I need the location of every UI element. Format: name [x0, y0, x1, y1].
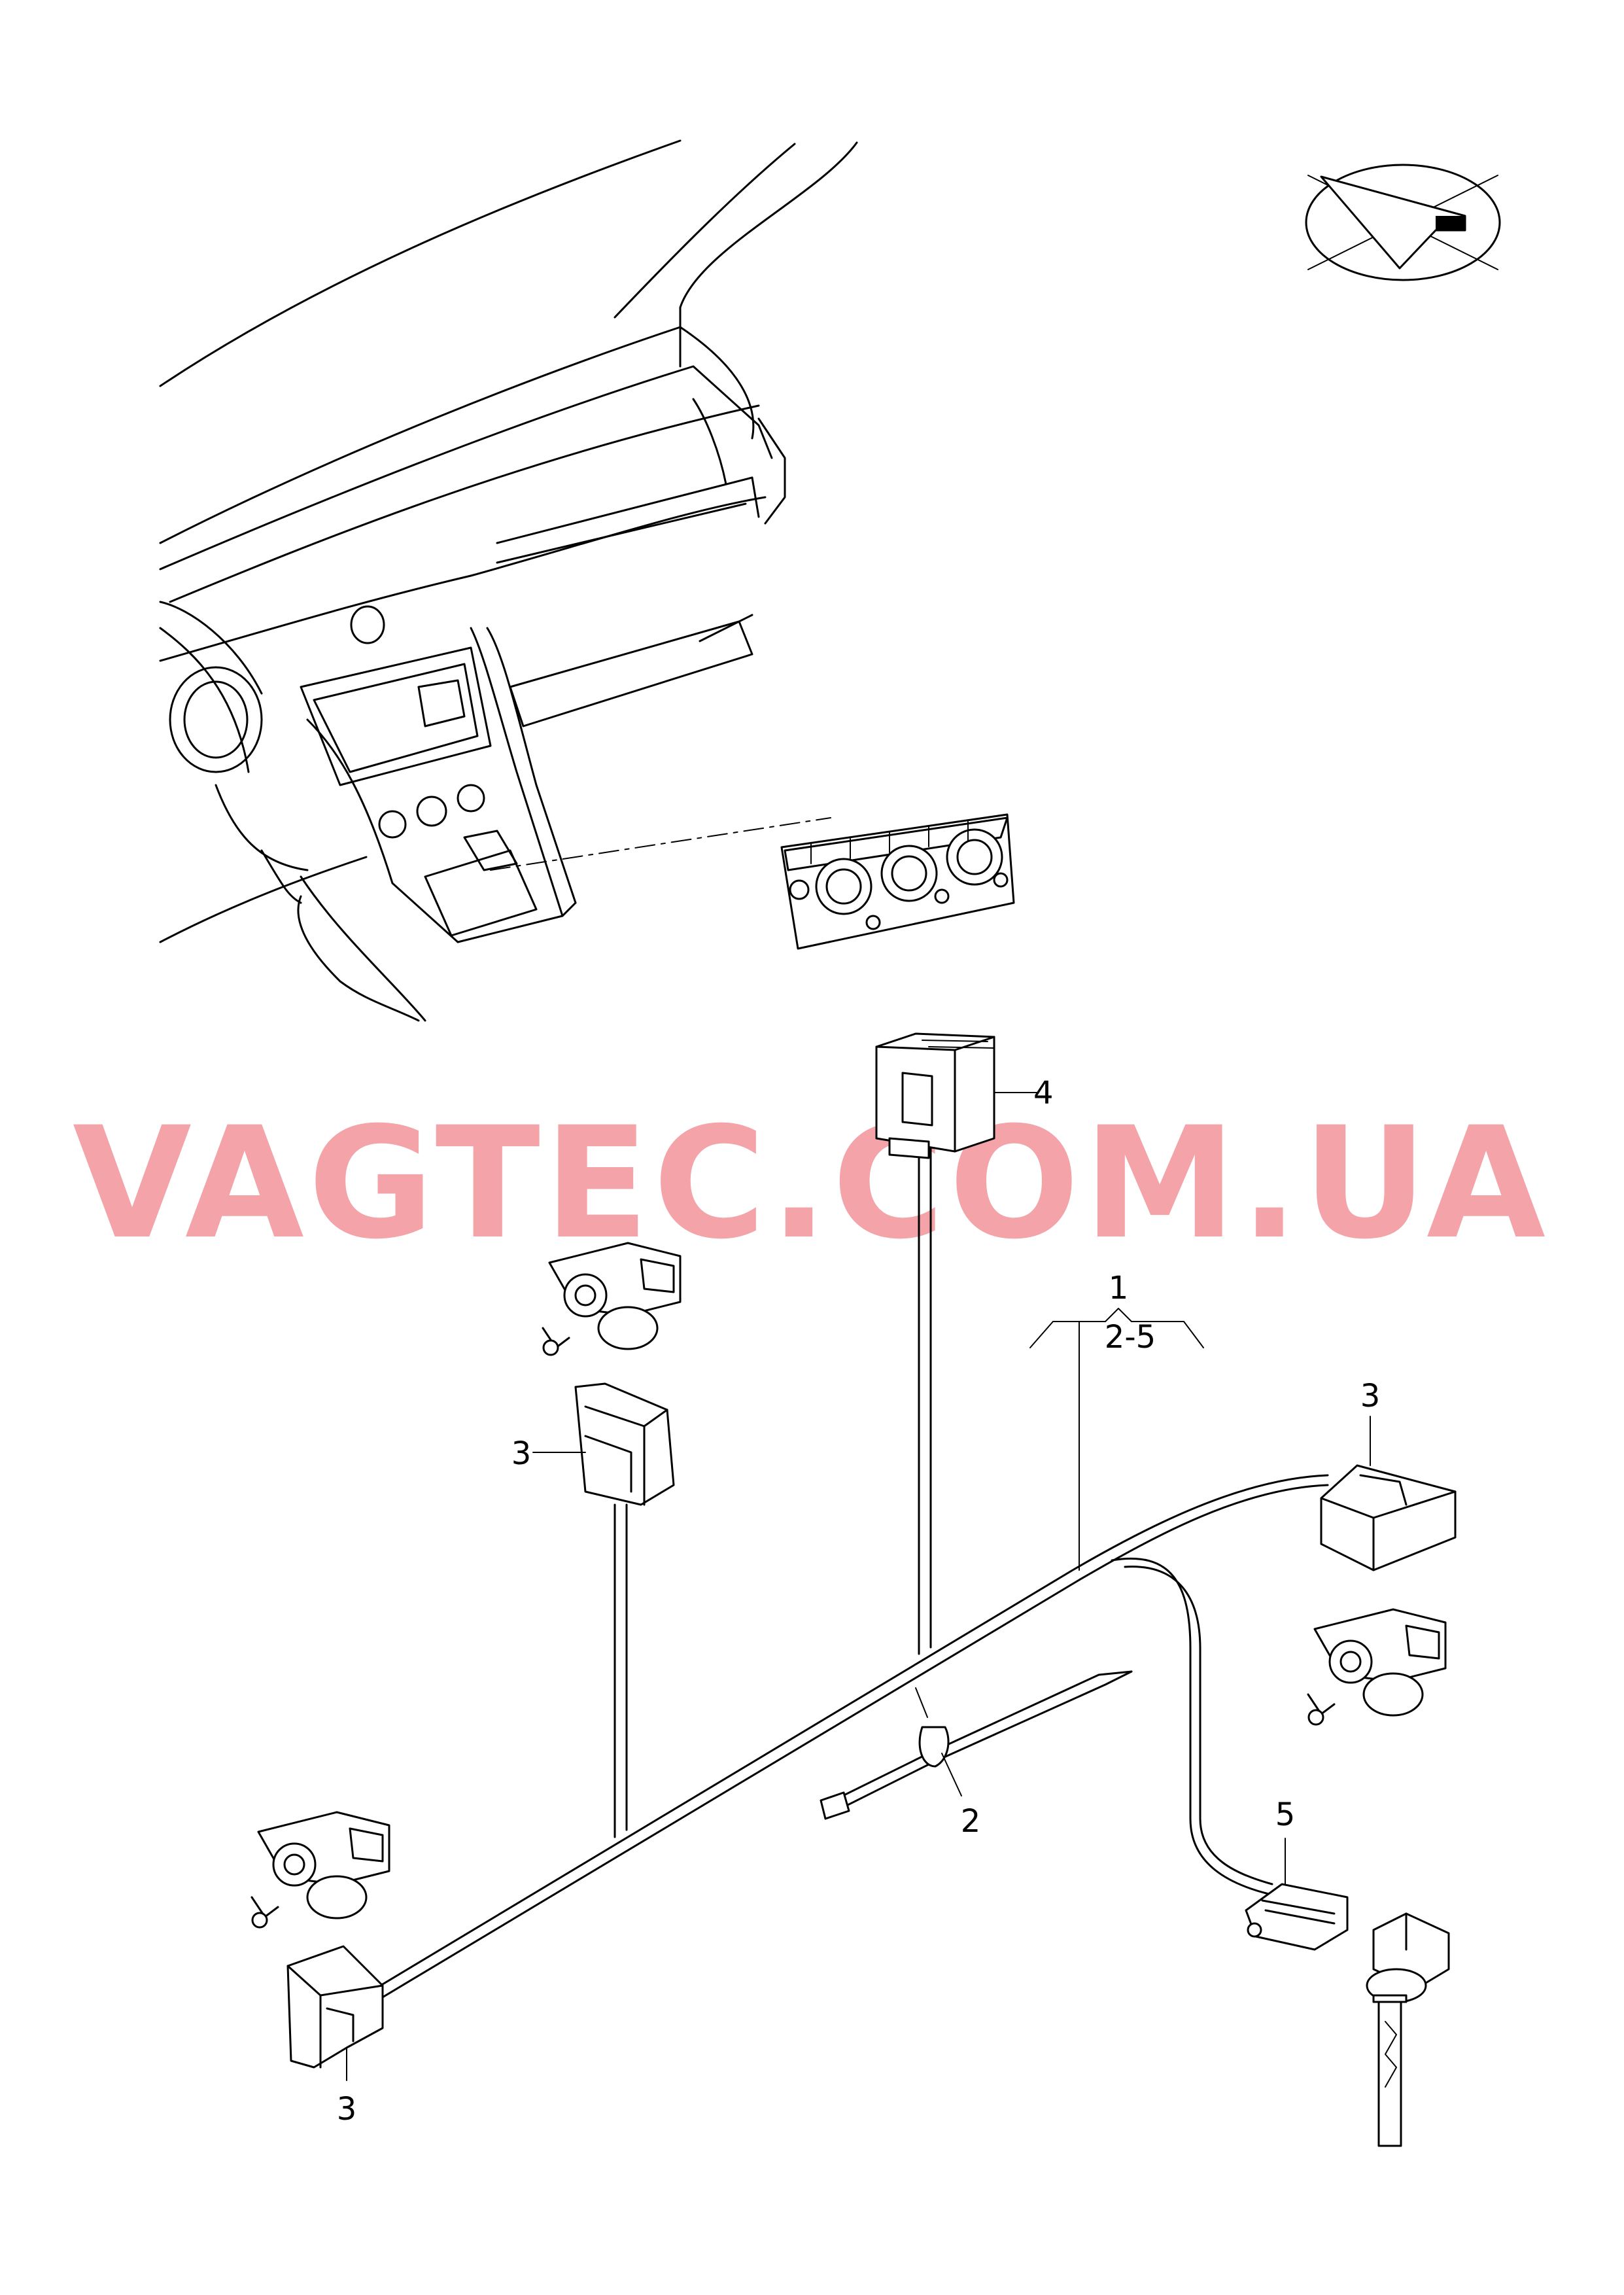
connector-3-right-icon: [1320, 1416, 1457, 1571]
callout-2-leader: [941, 1753, 962, 1796]
watermark-text: VAGTEC.COM.UA: [73, 1095, 1549, 1273]
connector-4-icon: [875, 1032, 1037, 1159]
group-bracket: [1029, 1308, 1204, 1571]
callout-1: 1: [1109, 1270, 1129, 1306]
dashboard-icon: [159, 139, 858, 1022]
servo-motor-upper-icon: [542, 1242, 682, 1356]
connector-3-upper-icon: [532, 1382, 675, 1506]
connector-5-icon: [1245, 1838, 1349, 1951]
connector-3-lower-icon: [286, 1945, 384, 2081]
servo-motor-right-icon: [1307, 1608, 1447, 1726]
callout-2-5: 2-5: [1105, 1319, 1156, 1356]
callout-3-upper: 3: [511, 1435, 532, 1472]
callout-4: 4: [1033, 1075, 1054, 1112]
wiring-harness-icon: [352, 1130, 1329, 2013]
callout-3-right: 3: [1360, 1378, 1381, 1414]
callout-2: 2: [961, 1803, 981, 1840]
servo-motor-lower-icon: [251, 1811, 390, 1929]
assembly-leader: [490, 817, 831, 871]
callout-3-lower: 3: [337, 2091, 357, 2128]
callout-5: 5: [1275, 1796, 1296, 1833]
direction-arrow-icon: [1305, 164, 1501, 281]
temperature-sensor-icon: [1366, 1912, 1450, 2147]
climate-control-panel-icon: [780, 813, 1015, 950]
